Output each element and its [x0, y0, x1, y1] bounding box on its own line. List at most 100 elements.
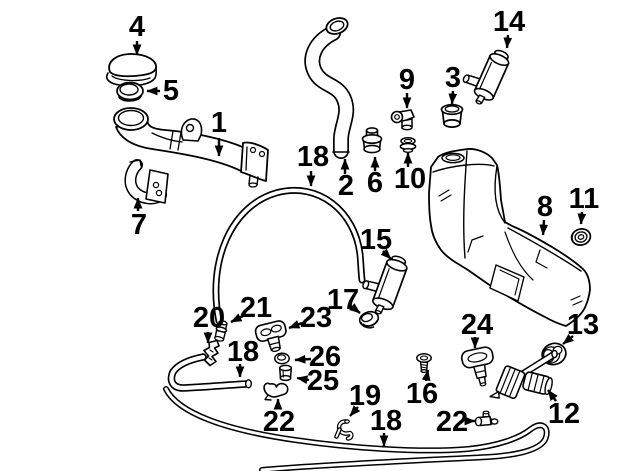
callout-label-20: 20	[193, 302, 225, 334]
callout-15: 15	[360, 224, 392, 260]
ring-26-part	[274, 352, 290, 365]
callout-arrow	[448, 90, 458, 105]
bracket-part	[124, 159, 169, 205]
callout-arrow	[562, 334, 574, 345]
small-cap-10-part	[399, 137, 417, 153]
callout-arrow	[296, 375, 310, 385]
callout-label-7: 7	[131, 209, 147, 241]
grommet-11-part	[570, 228, 592, 246]
callout-25: 25	[296, 365, 339, 397]
callout-16: 16	[406, 369, 438, 410]
callout-17: 17	[327, 284, 361, 316]
callout-4: 4	[129, 11, 145, 56]
callout-label-19: 19	[349, 380, 381, 412]
callout-19: 19	[349, 380, 381, 417]
callout-arrow	[288, 320, 303, 330]
callout-label-14: 14	[493, 6, 525, 38]
callout-22: 22	[263, 398, 295, 438]
callout-label-23: 23	[300, 302, 332, 334]
callout-label-11: 11	[569, 183, 600, 215]
callout-11: 11	[569, 183, 600, 225]
callout-arrow	[380, 248, 392, 260]
nozzle-24-part	[460, 346, 494, 387]
callout-arrow	[539, 219, 549, 236]
callout-label-25: 25	[307, 365, 339, 397]
callout-arrow	[547, 389, 558, 402]
clip-19-part	[334, 419, 354, 441]
callout-label-22: 22	[436, 406, 468, 438]
hose-arch-part	[212, 186, 366, 325]
hose-short-part	[167, 353, 252, 392]
callout-label-10: 10	[394, 163, 426, 195]
seal-ring-part	[116, 81, 144, 102]
reservoir-part	[428, 148, 591, 327]
callout-26: 26	[294, 341, 341, 373]
callout-arrow	[421, 369, 431, 382]
washer-pump-14-part	[462, 49, 510, 105]
callout-label-18: 18	[227, 336, 259, 368]
callout-label-26: 26	[309, 341, 341, 373]
callout-arrow	[294, 354, 312, 364]
callout-18: 18	[297, 141, 329, 187]
elbow-22-right-part	[474, 410, 499, 427]
hose-long-part	[163, 386, 550, 471]
callout-label-24: 24	[461, 309, 493, 341]
callout-arrow	[503, 34, 513, 49]
callout-label-9: 9	[399, 64, 415, 96]
callout-label-4: 4	[129, 11, 145, 43]
callout-10: 10	[394, 152, 426, 195]
callout-label-21: 21	[240, 292, 272, 324]
callout-6: 6	[367, 156, 383, 199]
callout-arrow	[230, 313, 244, 324]
elbow-22-left-part	[263, 382, 289, 401]
callout-21: 21	[230, 292, 272, 324]
callout-label-16: 16	[406, 378, 438, 410]
callout-14: 14	[493, 6, 525, 49]
callout-label-22: 22	[263, 406, 295, 438]
callout-label-5: 5	[163, 75, 179, 107]
washer-pump-15-part	[362, 255, 408, 315]
callout-9: 9	[399, 64, 415, 109]
callout-20: 20	[193, 302, 225, 344]
connector-21-part	[214, 320, 228, 342]
callout-18: 18	[370, 405, 402, 447]
callout-label-15: 15	[360, 224, 392, 256]
grommet-3-part	[440, 103, 464, 128]
nozzle-23-part	[254, 320, 287, 352]
elbow-fitting-9-part	[390, 109, 415, 131]
callout-label-2: 2	[338, 170, 354, 202]
screw-16-part	[416, 353, 432, 374]
connector-12-part	[489, 349, 558, 399]
grommet-6-part	[361, 127, 383, 154]
callout-1: 1	[211, 107, 227, 157]
callout-24: 24	[461, 309, 493, 349]
callout-18: 18	[227, 336, 259, 378]
sleeve-25-part	[278, 364, 293, 382]
cap-part	[105, 53, 158, 87]
callout-8: 8	[537, 191, 553, 236]
callout-13: 13	[562, 309, 599, 345]
filler-neck-part	[113, 107, 269, 188]
callout-2: 2	[338, 158, 354, 202]
callout-label-12: 12	[548, 398, 580, 430]
callout-12: 12	[547, 389, 580, 430]
callout-arrow	[349, 405, 361, 417]
callout-arrow	[577, 211, 587, 225]
callout-label-13: 13	[567, 309, 599, 341]
grommet-17-part	[358, 310, 380, 329]
callout-label-1: 1	[211, 107, 227, 139]
callout-arrow	[349, 303, 361, 314]
valve-20-part	[203, 339, 220, 367]
hose-elbow-part	[304, 17, 355, 159]
callout-5: 5	[146, 75, 179, 107]
callout-label-18: 18	[370, 405, 402, 437]
callout-label-3: 3	[445, 62, 461, 94]
callout-23: 23	[288, 302, 332, 334]
callout-22: 22	[436, 406, 476, 438]
callout-label-17: 17	[327, 284, 359, 316]
callout-label-18: 18	[297, 141, 329, 173]
callout-7: 7	[131, 197, 147, 241]
